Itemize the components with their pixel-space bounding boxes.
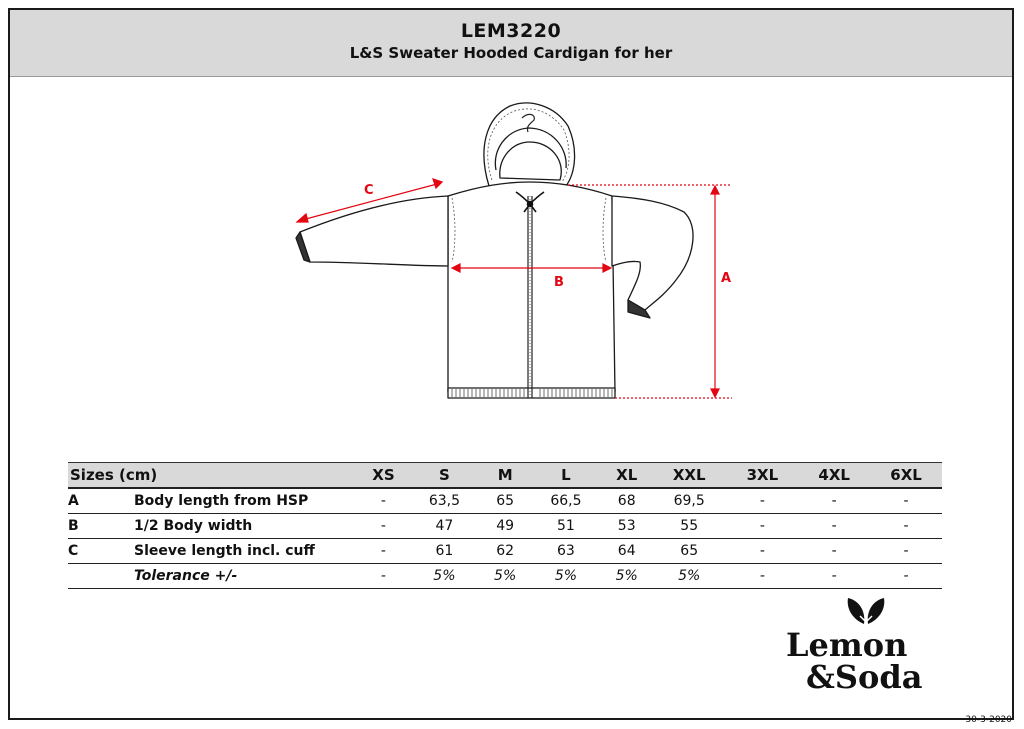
table-cell: 61 bbox=[435, 543, 454, 559]
table-cell: 5% bbox=[615, 568, 638, 584]
table-cell: 51 bbox=[557, 518, 575, 534]
size-col-xl: XL bbox=[616, 466, 638, 484]
table-cell: 62 bbox=[496, 543, 515, 559]
table-cell: 63 bbox=[557, 543, 575, 559]
size-col-s: S bbox=[438, 466, 450, 484]
table-cell: 5% bbox=[433, 568, 456, 584]
table-cell: - bbox=[380, 518, 386, 534]
table-row: B 1/2 Body width - 47 49 51 53 55 - - - bbox=[68, 514, 942, 539]
table-cell: - bbox=[831, 568, 837, 584]
document-date: 30-3-2020 bbox=[965, 715, 1012, 725]
measure-label-a: A bbox=[721, 271, 732, 286]
table-cell: 65 bbox=[680, 543, 699, 559]
size-col-l: L bbox=[561, 466, 571, 484]
table-cell: 47 bbox=[435, 518, 454, 534]
size-table-title: Sizes (cm) bbox=[70, 466, 158, 484]
row-label: Sleeve length incl. cuff bbox=[134, 543, 315, 559]
table-cell: 5% bbox=[678, 568, 701, 584]
garment-drawing bbox=[295, 102, 732, 399]
table-cell: - bbox=[831, 543, 837, 559]
row-label: 1/2 Body width bbox=[134, 518, 253, 534]
leaf-heart-icon bbox=[847, 598, 885, 624]
right-cuff bbox=[627, 299, 651, 319]
hood-stitch bbox=[487, 108, 570, 183]
table-cell: 49 bbox=[496, 518, 515, 534]
table-cell: - bbox=[759, 493, 765, 509]
table-cell: - bbox=[903, 493, 909, 509]
measure-label-c: C bbox=[364, 183, 374, 198]
measure-label-b: B bbox=[554, 275, 564, 290]
table-cell: 66,5 bbox=[550, 493, 582, 509]
row-key bbox=[68, 564, 134, 589]
size-col-4xl: 4XL bbox=[818, 466, 850, 484]
table-cell: - bbox=[759, 518, 765, 534]
logo-line-2: &Soda bbox=[806, 658, 922, 692]
table-cell: - bbox=[903, 518, 909, 534]
table-cell: - bbox=[759, 543, 765, 559]
product-code: LEM3220 bbox=[460, 20, 562, 42]
size-col-m: M bbox=[497, 466, 513, 484]
table-cell: - bbox=[831, 518, 837, 534]
row-key: C bbox=[68, 543, 79, 559]
row-label: Body length from HSP bbox=[134, 493, 309, 509]
size-col-xs: XS bbox=[372, 466, 395, 484]
hood-opening bbox=[499, 141, 562, 181]
size-col-6xl: 6XL bbox=[890, 466, 922, 484]
table-cell: - bbox=[380, 543, 386, 559]
logo-line-1: Lemon bbox=[786, 626, 907, 664]
table-cell: 53 bbox=[617, 518, 636, 534]
table-cell: - bbox=[903, 568, 909, 584]
table-cell: 55 bbox=[680, 518, 699, 534]
table-row: A Body length from HSP - 63,5 65 66,5 68… bbox=[68, 488, 942, 514]
size-col-3xl: 3XL bbox=[746, 466, 779, 484]
row-label: Tolerance +/- bbox=[134, 568, 238, 584]
right-sleeve bbox=[611, 195, 694, 311]
row-key: A bbox=[68, 493, 79, 509]
drawstring-bow bbox=[515, 191, 545, 213]
header-bar: LEM3220 L&S Sweater Hooded Cardigan for … bbox=[10, 10, 1012, 77]
left-sleeve bbox=[299, 195, 449, 267]
hood-tag bbox=[521, 113, 535, 133]
spec-sheet-frame: LEM3220 L&S Sweater Hooded Cardigan for … bbox=[8, 8, 1014, 720]
zipper bbox=[527, 196, 533, 398]
table-cell: 5% bbox=[494, 568, 517, 584]
size-col-xxl: XXL bbox=[672, 466, 706, 484]
table-cell: 68 bbox=[617, 493, 636, 509]
table-row: C Sleeve length incl. cuff - 61 62 63 64… bbox=[68, 539, 942, 564]
table-cell: 69,5 bbox=[673, 493, 705, 509]
brand-logo: Lemon &Soda bbox=[786, 598, 922, 692]
product-title: L&S Sweater Hooded Cardigan for her bbox=[349, 44, 673, 62]
table-cell: - bbox=[759, 568, 765, 584]
size-header-row: Sizes (cm) XS S M L XL XXL 3XL 4XL 6XL bbox=[68, 462, 942, 488]
left-cuff bbox=[295, 231, 311, 263]
table-cell: 65 bbox=[496, 493, 515, 509]
table-cell: 63,5 bbox=[428, 493, 460, 509]
table-row-tolerance: Tolerance +/- - 5% 5% 5% 5% 5% - - - bbox=[68, 564, 942, 589]
table-cell: - bbox=[831, 493, 837, 509]
table-cell: 5% bbox=[554, 568, 578, 584]
measure-c-line bbox=[301, 183, 438, 221]
size-table: Sizes (cm) XS S M L XL XXL 3XL 4XL 6XL A… bbox=[68, 462, 942, 589]
row-key: B bbox=[68, 518, 79, 534]
table-cell: - bbox=[380, 493, 386, 509]
table-cell: - bbox=[903, 543, 909, 559]
table-cell: 64 bbox=[617, 543, 636, 559]
table-cell: - bbox=[380, 568, 386, 584]
